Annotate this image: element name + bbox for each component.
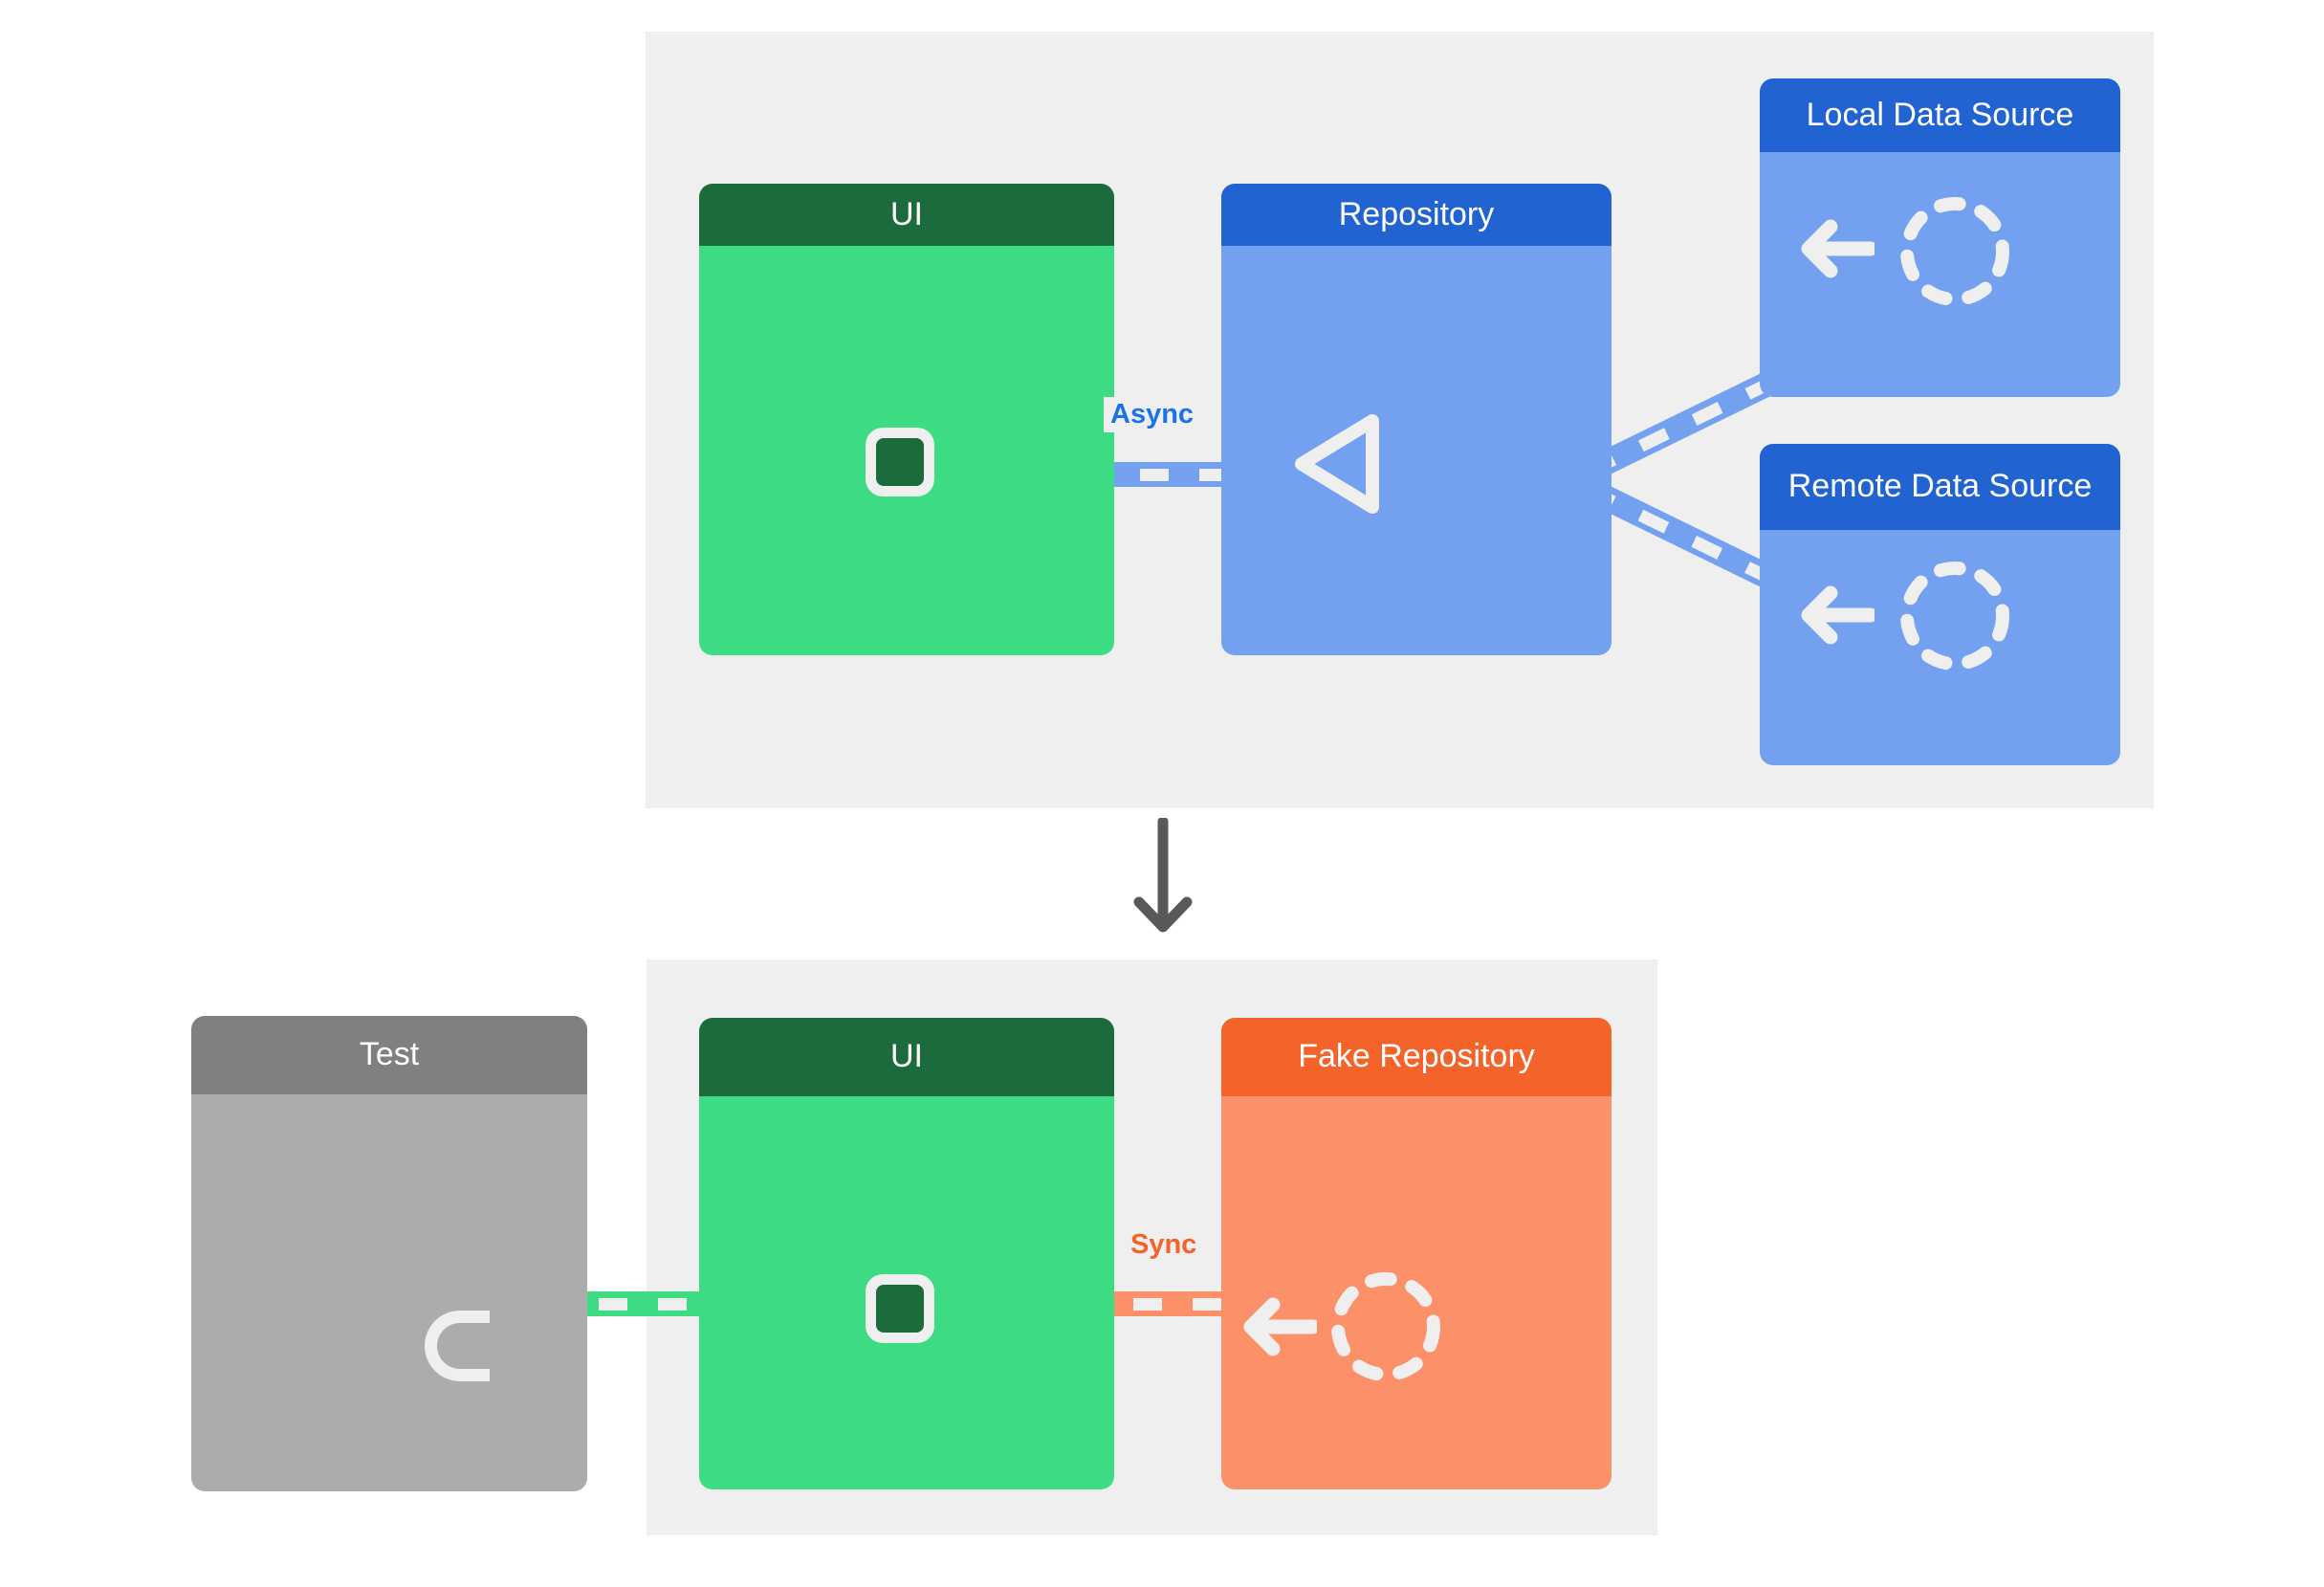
card-local-data-source[interactable]: Local Data Source (1760, 78, 2120, 397)
socket-connector-icon (425, 1311, 490, 1381)
connector-label-sync: Sync (1124, 1227, 1204, 1263)
card-body (1760, 530, 2120, 765)
card-body (191, 1094, 587, 1491)
card-title: Fake Repository (1221, 1018, 1611, 1096)
dashed-circle-icon (1331, 1272, 1440, 1381)
card-title: UI (699, 1018, 1114, 1096)
square-connector-inner (876, 1285, 924, 1333)
card-body (699, 1096, 1114, 1489)
card-ui-test[interactable]: UI (699, 1018, 1114, 1489)
card-title: Repository (1221, 184, 1611, 246)
card-fake-repository[interactable]: Fake Repository (1221, 1018, 1611, 1489)
card-title: Local Data Source (1760, 78, 2120, 152)
card-remote-data-source[interactable]: Remote Data Source (1760, 444, 2120, 765)
arrow-left-icon (1801, 585, 1875, 645)
card-body (1221, 1096, 1611, 1489)
connector-label-async: Async (1104, 397, 1201, 432)
card-title: Test (191, 1016, 587, 1094)
arrow-left-icon (1801, 219, 1875, 278)
card-test[interactable]: Test (191, 1016, 587, 1491)
square-connector-inner (876, 438, 924, 486)
square-connector-icon (866, 428, 934, 496)
arrow-left-icon (1243, 1297, 1317, 1356)
arrow-down-icon (1133, 818, 1193, 933)
card-body (1760, 152, 2120, 397)
triangle-merge-icon (1295, 414, 1379, 514)
card-title: Remote Data Source (1760, 444, 2120, 530)
dashed-circle-icon (1900, 197, 2009, 306)
card-title: UI (699, 184, 1114, 246)
card-body (699, 246, 1114, 655)
card-repository[interactable]: Repository (1221, 184, 1611, 655)
square-connector-icon (866, 1274, 934, 1343)
dashed-circle-icon (1900, 562, 2009, 671)
card-ui-production[interactable]: UI (699, 184, 1114, 655)
card-body (1221, 246, 1611, 655)
